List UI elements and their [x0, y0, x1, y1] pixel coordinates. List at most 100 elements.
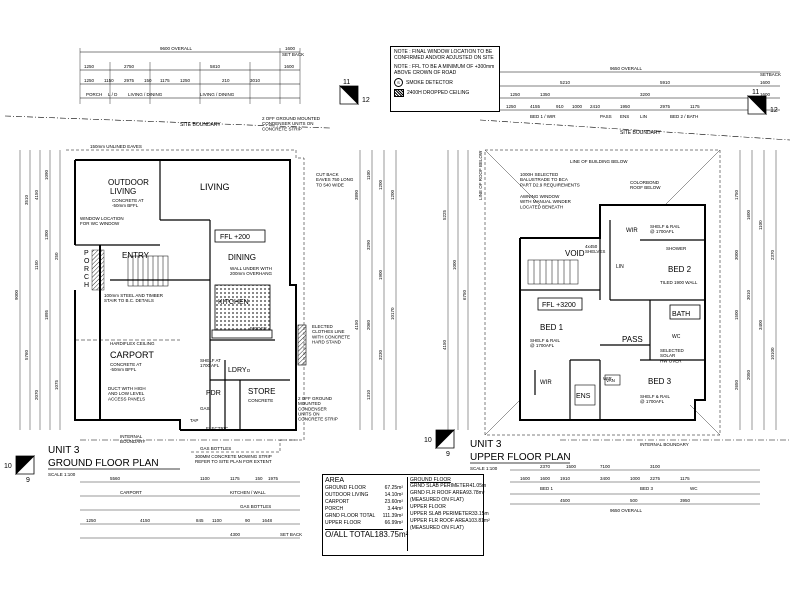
- note-line-roof: LINE OF ROOF BELOW: [478, 150, 483, 200]
- ground-ffl-label: FFL +200: [220, 234, 250, 241]
- dim-ground-bottom-11: 4300: [230, 532, 241, 537]
- room-kitchen: KITCHEN: [218, 299, 249, 306]
- dim-ground-right-9: 1200: [390, 189, 395, 200]
- area-right-row-label: (MEASURED ON FLAT): [410, 497, 464, 503]
- upper-right-dim-text: 1750 3000 1500 2650 1600 3010 2050 1100 …: [734, 189, 775, 390]
- ground-floor-plan: [4, 48, 397, 539]
- dim-ground-right-1: 4150: [354, 319, 359, 330]
- clothes-line: [297, 324, 307, 366]
- dim-ground-left-9: 1075: [54, 379, 59, 390]
- site-boundary-line: [4, 115, 331, 129]
- upper-unit-label: UNIT 3: [470, 439, 502, 450]
- upper-ffl-label: FFL +3200: [542, 302, 576, 309]
- bath-tub: [669, 304, 701, 320]
- dim-ground-bottom-13: 1648: [262, 518, 273, 523]
- marker-label-9a: 9: [26, 477, 30, 484]
- room-pdr: PDR: [206, 390, 221, 397]
- dim-upper-top-21: 1600: [760, 92, 771, 97]
- ensuite-shower: [574, 384, 596, 406]
- area-row: CARPORT 23.60m²: [325, 499, 403, 506]
- dim-ground-top-2: SET BACK: [282, 52, 304, 57]
- upper-internal-walls: [520, 220, 705, 420]
- dim-upper-right-6: 2050: [746, 369, 751, 380]
- dim-upper-bottom-10: 1175: [680, 476, 690, 481]
- legend-ceiling-label: 2400H DROPPED CEILING: [407, 90, 470, 96]
- dim-ground-right-8: 3230: [378, 349, 383, 360]
- area-row-label: OUTDOOR LIVING: [325, 492, 369, 498]
- outdoor-living-line1: OUTDOOR: [108, 178, 149, 187]
- dim-ground-top-4: 2750: [124, 64, 135, 69]
- dim-upper-top-3: 1250: [510, 92, 521, 97]
- dim-ground-top-15: 1250: [180, 78, 191, 83]
- room-pass: PASS: [622, 335, 643, 344]
- ground-right-dim-text: 3890 4150 1100 3290 2060 1310 1200 1900 …: [354, 170, 395, 400]
- note-shower: SHOWER: [666, 246, 687, 251]
- dim-ground-left-4: 1150: [34, 260, 39, 270]
- dim-ground-top-13: LIVING / DINING: [128, 92, 163, 97]
- ground-staircase: [127, 255, 169, 287]
- marker-label-11a: 11: [343, 79, 350, 86]
- dim-ground-right-10: 10170: [390, 307, 395, 320]
- dim-ground-bottom-10: 1100: [212, 518, 222, 523]
- note-shelf-rail-2: SHELF & RAIL@ 1700AFL: [640, 394, 671, 404]
- area-row-label: UPPER FLOOR: [325, 520, 361, 526]
- dim-ground-bottom-5: CARPORT: [120, 490, 142, 495]
- ground-ffl-box: [214, 229, 266, 243]
- dim-ground-left-2: 5760: [24, 349, 29, 360]
- dim-upper-top-15: 1175: [690, 104, 700, 109]
- dim-ground-bottom-14: SET BACK: [280, 532, 302, 537]
- dim-ground-left-7: 1895: [44, 309, 49, 320]
- dim-ground-right-4: 2060: [366, 319, 371, 330]
- note-gas: GAS: [200, 406, 210, 411]
- upper-title-block: UNIT 3 UPPER FLOOR PLAN SCALE 1:100: [470, 439, 571, 471]
- dim-upper-top-13: 1950: [620, 104, 631, 109]
- outdoor-living-line2: LIVING: [110, 187, 136, 196]
- note-hardiflex: HARDIFLEX CEILING: [110, 341, 155, 346]
- dim-upper-bottom-8: 1000: [630, 476, 641, 481]
- dim-ground-bottom-8: 4150: [140, 518, 151, 523]
- room-dining: DINING: [228, 253, 256, 262]
- room-lin: LIN: [616, 264, 624, 270]
- dim-ground-top-1: 1600: [285, 46, 296, 51]
- hatch-pattern-icon: [394, 89, 404, 97]
- note-line-3: NOTE : FFL TO BE A MINIMUM OF +300mm: [394, 64, 495, 70]
- dim-upper-top-0: 9650 OVERALL: [610, 66, 643, 71]
- dim-ground-bottom-9: 845: [196, 518, 204, 523]
- dim-upper-bottom-0: 7100: [600, 464, 611, 469]
- dim-ground-top-5: 5810: [210, 64, 221, 69]
- area-title: AREA: [325, 477, 345, 484]
- dim-ground-top-overall: 9600 OVERALL: [160, 46, 193, 51]
- dim-ground-left-10: 2070: [34, 389, 39, 400]
- area-right-row-label: UPPER FLOOR: [410, 504, 446, 510]
- dim-upper-top-11: 1000: [572, 104, 583, 109]
- area-row-label: CARPORT: [325, 499, 350, 505]
- ground-top-dimensions: [79, 48, 301, 104]
- room-bed1: BED 1: [540, 323, 564, 332]
- dim-upper-bottom-2: 1500: [566, 464, 577, 469]
- area-total-value: 183.75m²: [374, 530, 409, 539]
- area-row-value: 67.25m²: [384, 485, 403, 491]
- note-gas-bottles: GAS BOTTLES: [200, 446, 231, 451]
- dim-upper-top-8: 1250: [506, 104, 517, 109]
- dim-upper-bottom-13: WC: [690, 486, 698, 491]
- note-electric: ELECTRIC: [206, 426, 229, 431]
- dim-upper-right-1: 3000: [734, 249, 739, 260]
- area-row-value: 23.60m²: [384, 499, 403, 505]
- upper-plan-title: UPPER FLOOR PLAN: [470, 452, 571, 463]
- smoke-detector-icon: S: [394, 78, 403, 87]
- room-ens: ENS: [576, 393, 591, 400]
